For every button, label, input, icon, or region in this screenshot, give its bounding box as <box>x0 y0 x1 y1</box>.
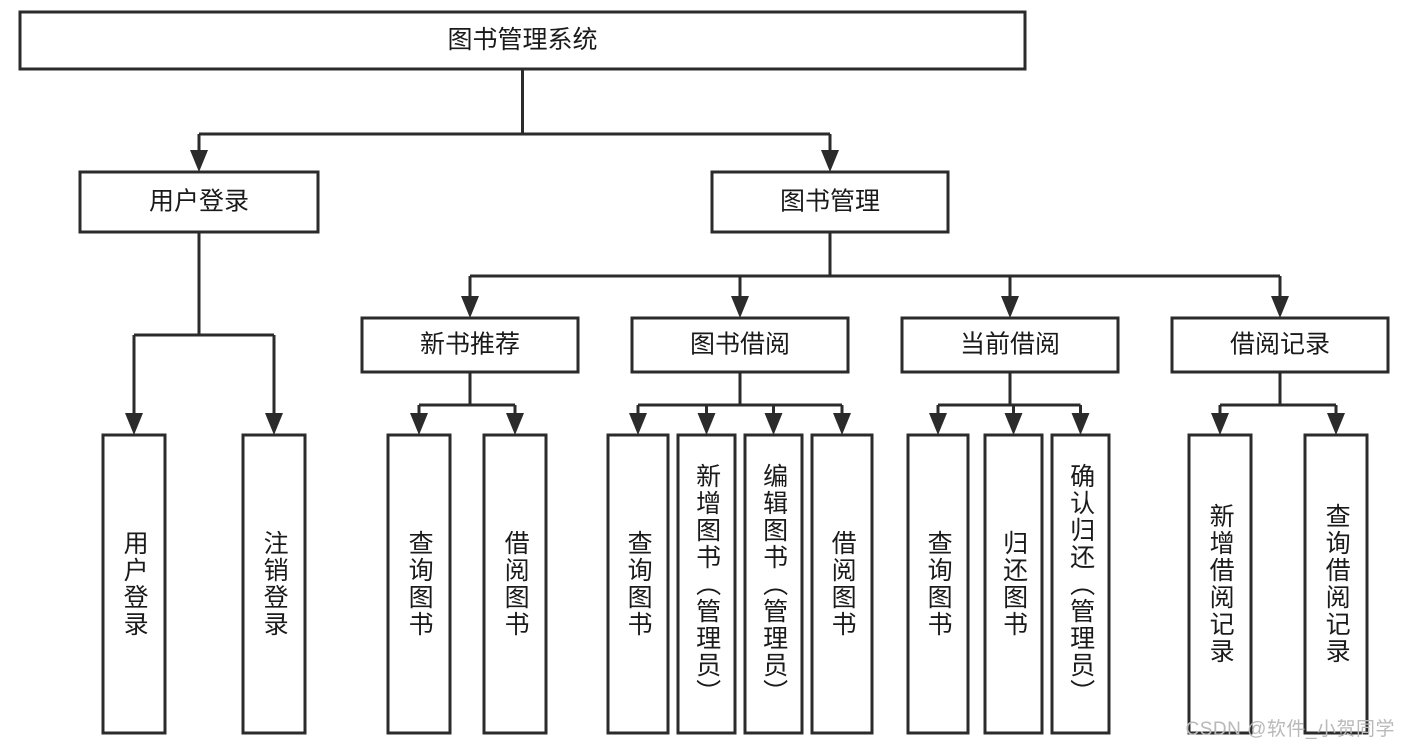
node-label-root: 图书管理系统 <box>447 26 597 54</box>
node-box-current-borrow[interactable] <box>900 316 1120 374</box>
node-box-leaf-query-book-3[interactable] <box>906 433 970 735</box>
node-box-leaf-return-book[interactable] <box>983 433 1044 735</box>
arrow-head-icon-book-management <box>821 150 839 172</box>
node-box-new-book-recommend[interactable] <box>360 316 580 374</box>
arrow-head-icon-leaf-query-borrow-record <box>1327 413 1345 435</box>
node-box-leaf-query-book-1[interactable] <box>386 433 452 735</box>
node-box-leaf-user-login[interactable] <box>101 433 167 735</box>
node-box-leaf-borrow-book-2[interactable] <box>810 433 874 735</box>
node-label-new-book-recommend: 新书推荐 <box>420 331 520 359</box>
node-label-current-borrow: 当前借阅 <box>960 331 1060 359</box>
node-box-leaf-user-logout[interactable] <box>241 433 307 735</box>
boxes-layer <box>18 10 1390 735</box>
node-box-book-borrow[interactable] <box>630 316 850 374</box>
node-box-book-management[interactable] <box>710 170 950 234</box>
node-box-leaf-query-borrow-record[interactable] <box>1303 433 1369 735</box>
arrow-head-icon-leaf-user-login <box>125 413 143 435</box>
arrow-head-icon-leaf-borrow-book-2 <box>833 413 851 435</box>
node-box-leaf-query-book-2[interactable] <box>606 433 670 735</box>
arrow-head-icon-leaf-user-logout <box>265 413 283 435</box>
arrow-head-icon-borrow-record <box>1271 296 1289 318</box>
node-box-leaf-add-book-admin[interactable] <box>676 433 737 735</box>
node-label-book-borrow: 图书借阅 <box>690 331 790 359</box>
node-label-book-management: 图书管理 <box>780 188 880 216</box>
node-box-borrow-record[interactable] <box>1170 316 1390 374</box>
arrow-head-icon-leaf-borrow-book-1 <box>506 413 524 435</box>
arrow-head-icon-leaf-query-book-1 <box>410 413 428 435</box>
arrow-head-icon-current-borrow <box>1001 296 1019 318</box>
node-box-leaf-confirm-return[interactable] <box>1050 433 1111 735</box>
arrow-head-icon-leaf-add-book-admin <box>697 413 716 435</box>
arrow-head-icon-leaf-query-book-3 <box>929 413 947 435</box>
arrow-head-icon-user-login <box>190 150 208 172</box>
arrow-head-icon-book-borrow <box>731 296 749 318</box>
node-box-leaf-borrow-book-1[interactable] <box>482 433 548 735</box>
node-box-root[interactable] <box>18 10 1027 71</box>
node-box-user-login[interactable] <box>78 170 320 234</box>
arrow-head-icon-leaf-edit-book-admin <box>764 413 783 435</box>
arrow-head-icon-leaf-confirm-return <box>1071 413 1090 435</box>
arrow-head-icon-new-book-recommend <box>461 296 479 318</box>
connectors-layer <box>125 69 1345 435</box>
arrow-head-icon-leaf-query-book-2 <box>629 413 647 435</box>
node-label-borrow-record: 借阅记录 <box>1230 331 1330 359</box>
node-box-leaf-add-borrow-record[interactable] <box>1187 433 1253 735</box>
node-label-user-login: 用户登录 <box>149 188 249 216</box>
arrow-head-icon-leaf-add-borrow-record <box>1211 413 1229 435</box>
node-box-leaf-edit-book-admin[interactable] <box>743 433 804 735</box>
arrow-head-icon-leaf-return-book <box>1004 413 1023 435</box>
watermark-csdn: CSDN @软件_小贺同学 <box>1185 719 1395 740</box>
